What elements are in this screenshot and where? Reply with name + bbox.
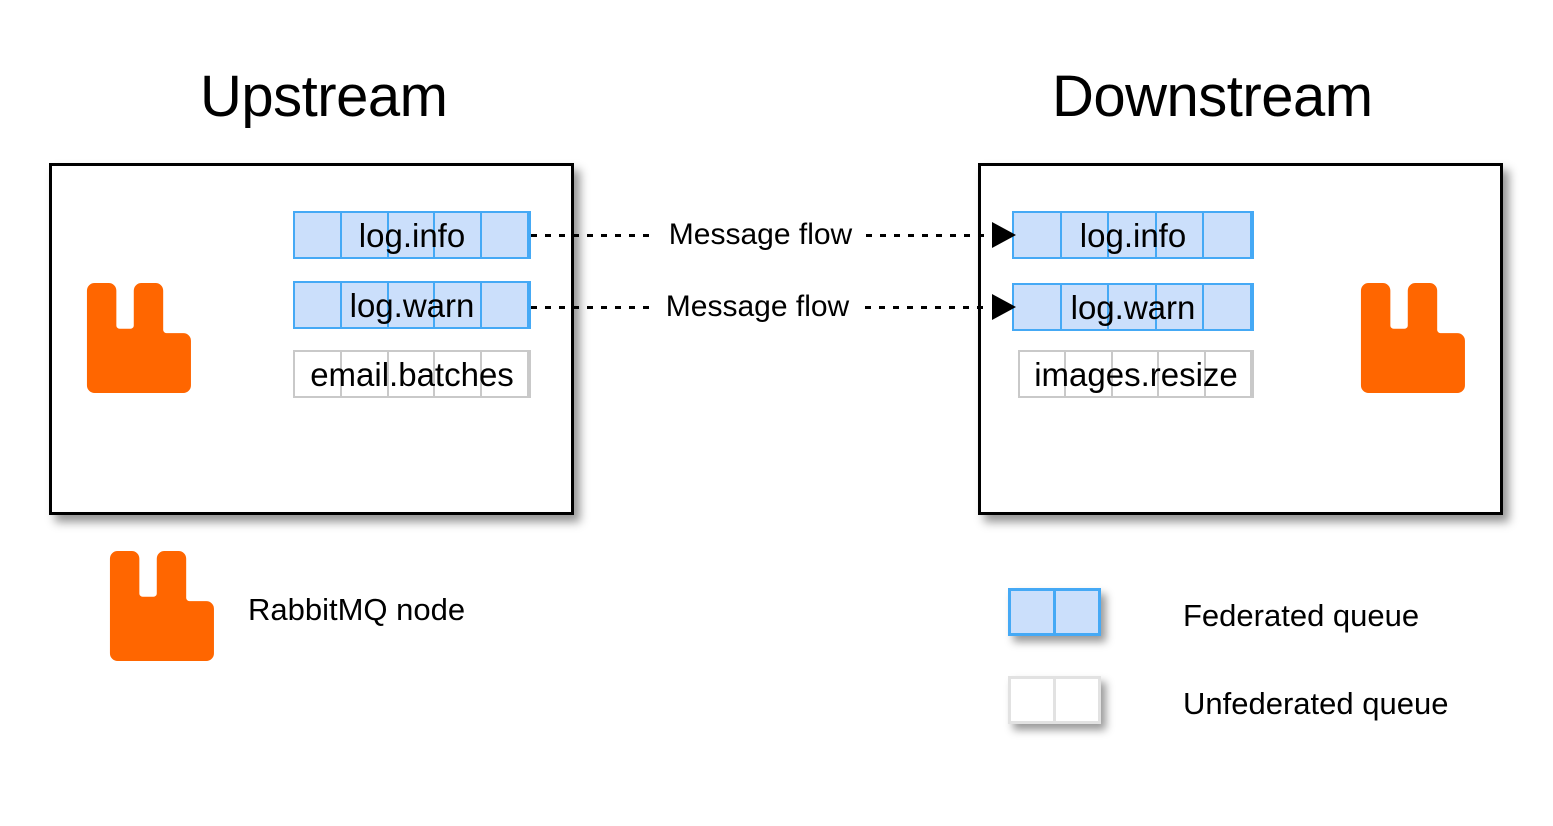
page-title-downstream: Downstream <box>1052 64 1373 129</box>
legend-label-rabbitmq-node: RabbitMQ node <box>248 592 466 627</box>
queue-cell <box>1109 213 1157 257</box>
unfederated-queue-swatch <box>1008 676 1101 724</box>
queue-cell <box>1014 285 1062 329</box>
queue-cell <box>1113 352 1160 396</box>
queue-cell <box>1062 213 1110 257</box>
queue-cell <box>1157 213 1205 257</box>
dotted-line <box>866 233 991 237</box>
queue-cell <box>342 283 389 327</box>
queue-cell <box>1206 352 1253 396</box>
queue-cell <box>1020 352 1067 396</box>
queue-cell <box>1204 285 1252 329</box>
queue-downstream-log-info[interactable]: log.info <box>1012 211 1254 259</box>
dotted-line <box>531 233 655 237</box>
rabbitmq-logo-icon <box>109 551 214 661</box>
message-flow-log-info: Message flow <box>531 218 1017 252</box>
arrow-right-icon <box>992 294 1017 320</box>
message-flow-label: Message flow <box>668 218 853 251</box>
dotted-line <box>531 305 656 309</box>
swatch-cell <box>1011 591 1056 633</box>
queue-cell <box>435 283 483 327</box>
dotted-line <box>865 305 991 309</box>
queue-cell <box>389 352 436 396</box>
swatch-cell <box>1056 679 1098 721</box>
swatch-cell <box>1056 591 1098 633</box>
legend-label-federated-queue: Federated queue <box>1183 598 1420 633</box>
federated-queue-swatch <box>1008 588 1101 636</box>
queue-cell <box>389 283 436 327</box>
message-flow-log-warn: Message flow <box>531 290 1017 324</box>
queue-cell <box>389 213 436 257</box>
queue-cell <box>1159 352 1206 396</box>
legend-label-unfederated-queue: Unfederated queue <box>1183 686 1449 721</box>
rabbitmq-logo-icon <box>1360 283 1465 393</box>
rabbitmq-logo-icon <box>86 283 191 393</box>
queue-cell <box>342 213 389 257</box>
queue-cell <box>482 352 529 396</box>
queue-cell <box>295 352 342 396</box>
queue-cell <box>435 352 483 396</box>
queue-downstream-images-resize[interactable]: images.resize <box>1018 350 1254 398</box>
message-flow-label: Message flow <box>665 290 850 323</box>
queue-upstream-log-info[interactable]: log.info <box>293 211 531 259</box>
queue-cell <box>342 352 389 396</box>
swatch-cell <box>1011 679 1056 721</box>
queue-cell <box>1109 285 1157 329</box>
queue-upstream-log-warn[interactable]: log.warn <box>293 281 531 329</box>
queue-cell <box>1157 285 1205 329</box>
queue-cell <box>1204 213 1252 257</box>
queue-cell <box>435 213 483 257</box>
queue-cell <box>482 213 529 257</box>
queue-cell <box>1066 352 1113 396</box>
queue-cell <box>1014 213 1062 257</box>
queue-upstream-email-batches[interactable]: email.batches <box>293 350 531 398</box>
queue-cell <box>482 283 529 327</box>
queue-cell <box>1062 285 1110 329</box>
page-title-upstream: Upstream <box>200 64 448 129</box>
queue-cell <box>295 213 342 257</box>
queue-downstream-log-warn[interactable]: log.warn <box>1012 283 1254 331</box>
arrow-right-icon <box>992 222 1017 248</box>
queue-cell <box>295 283 342 327</box>
